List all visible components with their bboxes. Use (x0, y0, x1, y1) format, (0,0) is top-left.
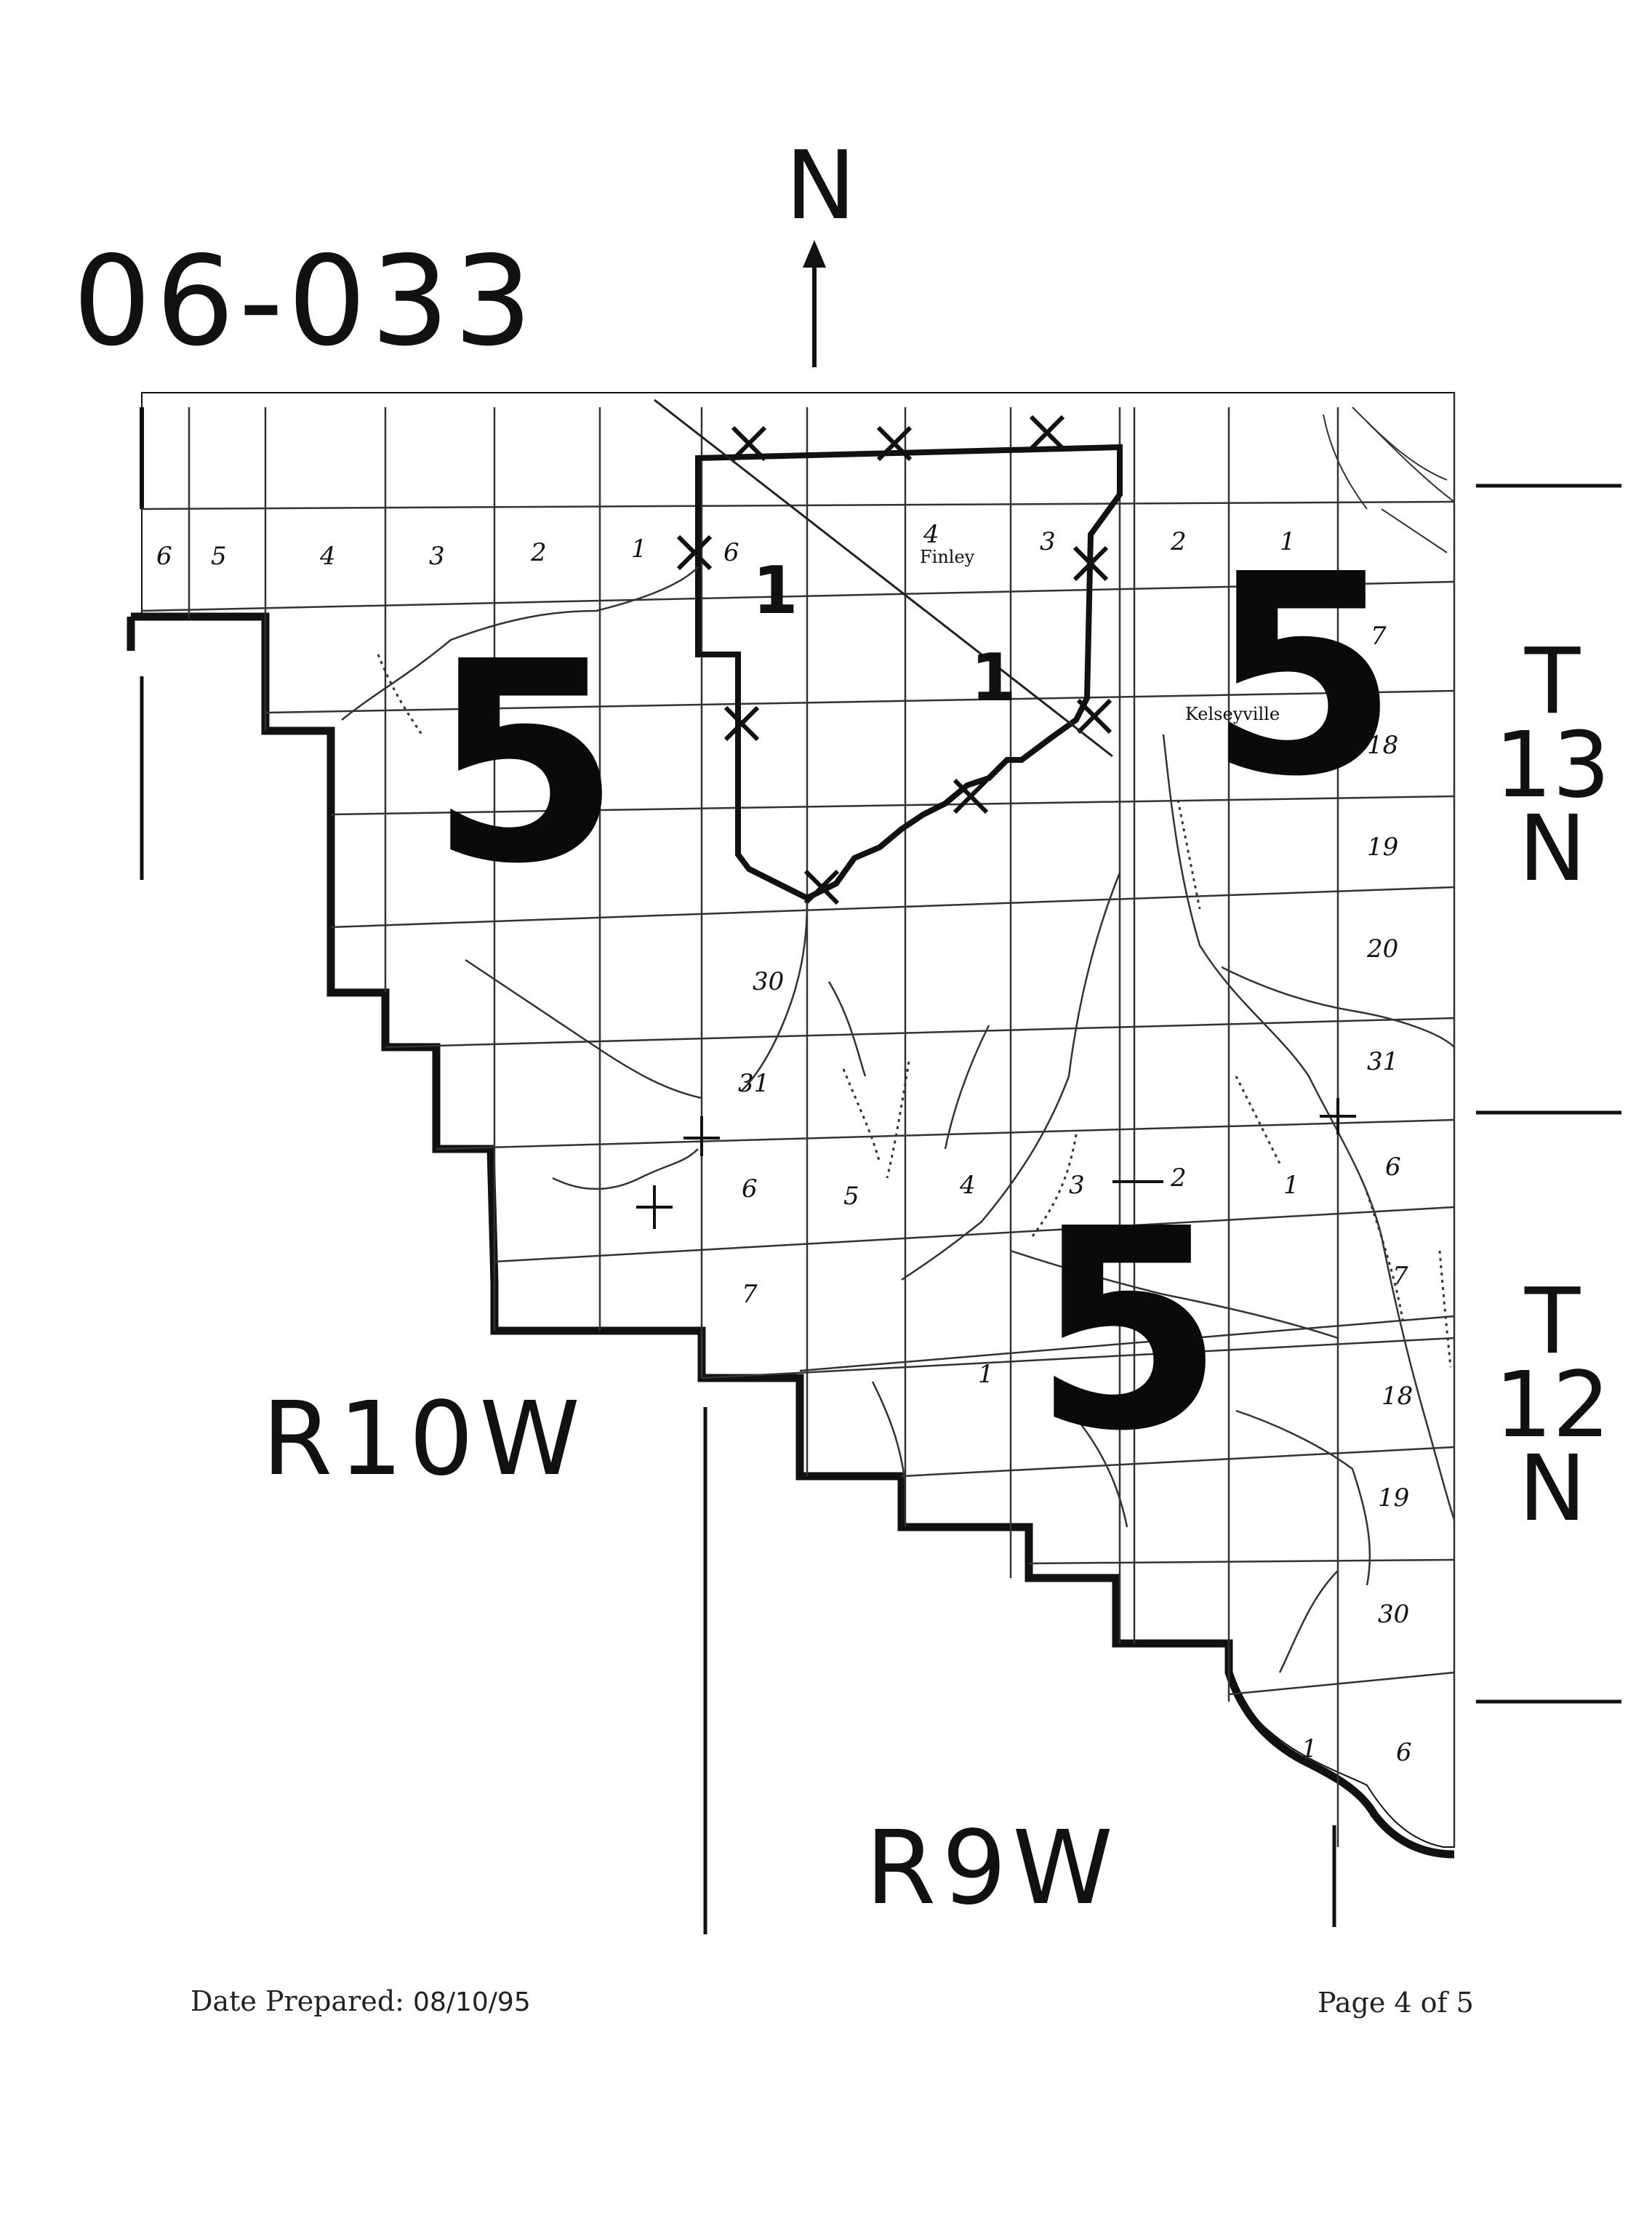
section-number: 4 (960, 1171, 976, 1200)
range-label-r9w: R9W (865, 1809, 1119, 1928)
range-label-r10w: R10W (262, 1380, 586, 1499)
section-number: 19 (1367, 833, 1399, 862)
district-number-label: 5 (1207, 515, 1400, 837)
section-number: 7 (1392, 1262, 1408, 1291)
section-number: 7 (742, 1280, 758, 1309)
district-number-label: 5 (1032, 1169, 1225, 1491)
date-prepared-label: Date Prepared: (191, 1985, 404, 2017)
section-number: 19 (1378, 1483, 1410, 1513)
boundary-x-markers (676, 414, 1112, 905)
township-divider-lines (1476, 484, 1621, 1704)
section-grid-horizontal (141, 500, 1455, 1696)
section-number: 18 (1382, 1382, 1414, 1411)
topo-lines (1323, 406, 1455, 553)
section-grid-vertical (188, 393, 1456, 1847)
township-direction: N (1518, 796, 1587, 902)
section-number: 20 (1367, 934, 1399, 964)
range-divider-lines (140, 676, 1336, 1934)
section-number: 18 (1367, 731, 1399, 760)
section-number: 6 (723, 538, 739, 567)
section-number: 31 (738, 1069, 770, 1098)
section-number: 2 (1171, 1163, 1187, 1193)
survey-markers (636, 1098, 1356, 1229)
creek-lines (341, 566, 1456, 1673)
section-number: 2 (1171, 527, 1187, 556)
section-number: 1 (1280, 527, 1296, 556)
section-number: 3 (1040, 527, 1056, 556)
section-number: 6 (742, 1174, 758, 1203)
creek-hachures (377, 654, 1452, 1368)
section-number: 7 (1371, 622, 1387, 651)
section-number: 6 (156, 542, 172, 571)
section-number: 1 (1302, 1734, 1318, 1763)
north-label: N (785, 130, 857, 241)
section-number: 30 (753, 967, 785, 996)
section-number: 6 (1385, 1153, 1401, 1182)
date-prepared-value: 08/10/95 (413, 1987, 531, 2017)
map-id: 06-033 (73, 230, 537, 374)
section-number: 1 (978, 1360, 994, 1389)
section-number: 3 (1069, 1171, 1085, 1200)
township-number: 12 (1494, 1353, 1611, 1458)
section-number: 1 (1283, 1171, 1299, 1200)
place-name-finley: Finley (920, 547, 975, 567)
north-arrow-icon (803, 240, 826, 367)
section-number: 2 (531, 538, 547, 567)
section-number: 5 (843, 1182, 859, 1211)
section-number: 4 (320, 542, 336, 571)
section-number: 6 (1396, 1738, 1412, 1767)
sub-district-number: 1 (753, 553, 798, 629)
place-name-kelseyville: Kelseyville (1185, 704, 1280, 724)
highway-line (654, 398, 1113, 758)
township-label-t13n: T 13 N (1491, 629, 1614, 902)
township-label-t12n: T 12 N (1491, 1269, 1614, 1542)
page-number: Page 4 of 5 (1318, 1987, 1474, 2019)
district-number-label: 5 (429, 602, 622, 924)
township-t: T (1524, 629, 1581, 734)
section-number: 4 (923, 520, 939, 549)
section-number: 3 (429, 542, 445, 571)
district-1-boundary (695, 444, 1123, 902)
section-number: 1 (631, 534, 647, 564)
township-t: T (1524, 1269, 1581, 1374)
section-number: 30 (1378, 1600, 1410, 1629)
sub-district-number: 1 (971, 640, 1017, 716)
township-number: 13 (1494, 713, 1611, 818)
section-number: 31 (1367, 1047, 1399, 1076)
section-number: 5 (211, 542, 227, 571)
date-prepared: Date Prepared: 08/10/95 (191, 1985, 531, 2017)
township-direction: N (1518, 1436, 1587, 1542)
